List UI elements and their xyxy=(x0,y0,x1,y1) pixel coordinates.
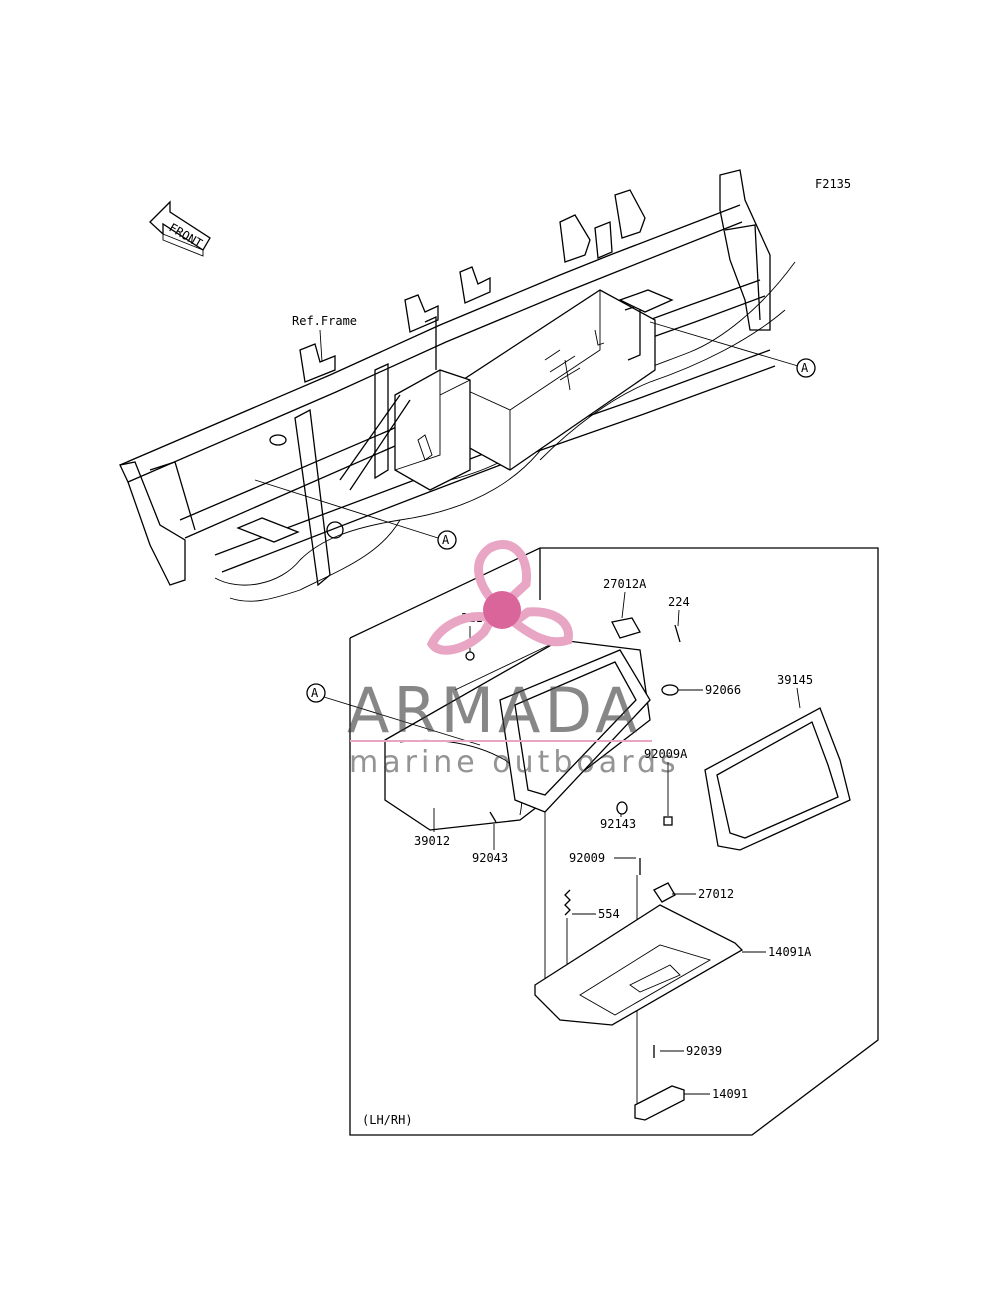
part-27012-latch xyxy=(653,882,676,903)
part-92009A-screw xyxy=(663,816,673,826)
part-554-spring xyxy=(564,889,571,916)
label-92009: 92009 xyxy=(569,851,605,865)
part-311-nut xyxy=(465,651,475,661)
front-arrow-icon: FRONT xyxy=(149,200,211,257)
label-224: 224 xyxy=(668,595,690,609)
label-92143: 92143 xyxy=(600,817,636,831)
ref-marker-a-detail xyxy=(306,683,326,703)
label-92043: 92043 xyxy=(472,851,508,865)
part-92066-cap xyxy=(661,684,679,696)
figure-code: F2135 xyxy=(815,177,851,191)
label-39012: 39012 xyxy=(414,834,450,848)
parts-group xyxy=(384,617,851,1121)
part-labels: 27012A 224 311 92066 39145 92009A 92143 … xyxy=(306,577,813,1101)
detail-panel: (LH/RH) xyxy=(349,547,879,1136)
part-92143-collar xyxy=(616,801,628,815)
part-27012A-latch xyxy=(611,617,641,639)
ref-marker-a-upper xyxy=(796,358,816,378)
watermark-brand: ARMADA xyxy=(347,674,641,747)
label-92066: 92066 xyxy=(705,683,741,697)
label-39145: 39145 xyxy=(777,673,813,687)
ref-marker-a-detail-text: A xyxy=(311,686,319,700)
label-554: 554 xyxy=(598,907,620,921)
part-224-pin xyxy=(674,624,681,643)
ref-frame-label: Ref.Frame xyxy=(292,314,357,328)
label-92039: 92039 xyxy=(686,1044,722,1058)
part-14091A-lid xyxy=(534,904,744,1026)
label-92009A: 92009A xyxy=(644,747,688,761)
label-27012A: 27012A xyxy=(603,577,647,591)
label-14091: 14091 xyxy=(712,1087,748,1101)
ref-marker-a-upper-text: A xyxy=(801,361,809,375)
ref-marker-a-lower-text: A xyxy=(442,533,450,547)
vehicle-frame: Ref.Frame A A xyxy=(119,169,816,602)
armada-watermark: ARMADA marine outboards xyxy=(347,539,680,780)
ref-marker-a-lower xyxy=(437,530,457,550)
part-92043-pin xyxy=(489,811,497,823)
part-14091-handle xyxy=(634,1085,685,1121)
side-note: (LH/RH) xyxy=(362,1113,413,1127)
label-27012: 27012 xyxy=(698,887,734,901)
propeller-logo-icon xyxy=(426,539,573,655)
watermark-tagline: marine outboards xyxy=(349,745,680,780)
label-14091A: 14091A xyxy=(768,945,812,959)
